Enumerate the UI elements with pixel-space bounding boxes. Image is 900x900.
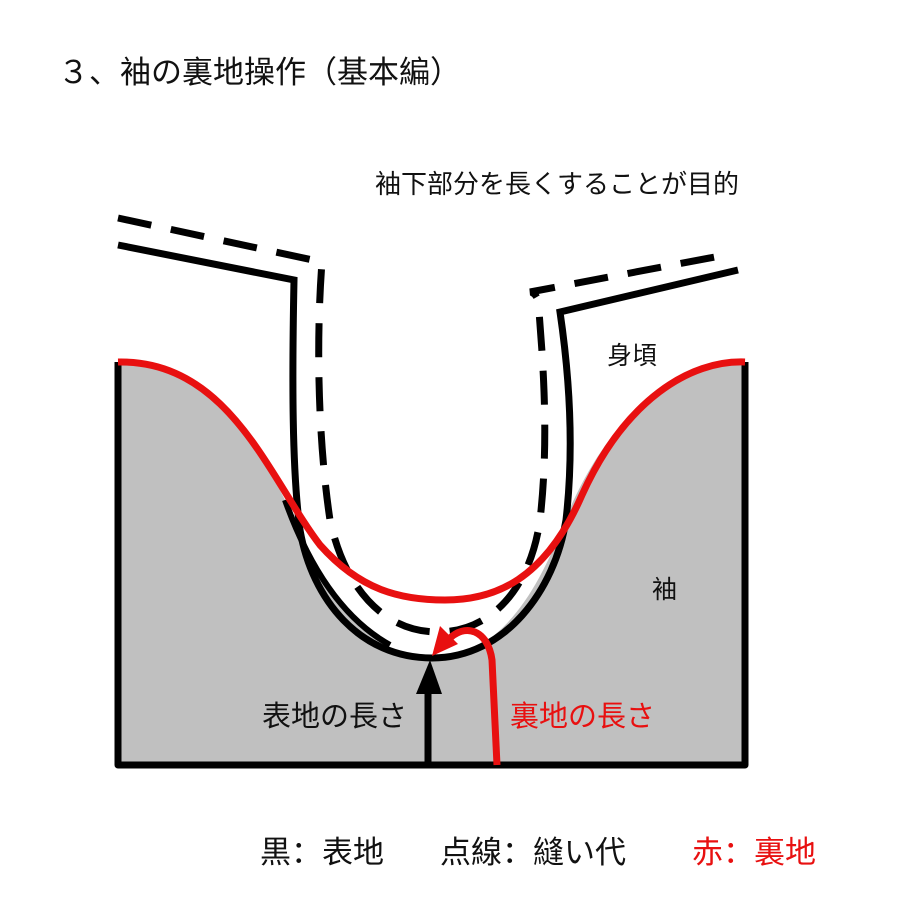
legend-black: 黒：表地 xyxy=(260,835,384,871)
sleeve-area xyxy=(118,361,745,765)
seam-allowance-line xyxy=(117,214,721,636)
outer-arrowhead xyxy=(416,660,442,694)
legend-dotted: 点線：縫い代 xyxy=(440,835,626,871)
page-title: ３、袖の裏地操作（基本編） xyxy=(58,55,461,91)
lining-arrowhead xyxy=(432,626,458,656)
lining-line xyxy=(117,358,746,604)
legend-red: 赤：裏地 xyxy=(692,835,816,871)
outer-fabric-line xyxy=(117,241,739,662)
subtitle: 袖下部分を長くすることが目的 xyxy=(375,170,740,200)
lining-length-arrow xyxy=(445,627,501,766)
label-lining-length: 裏地の長さ xyxy=(510,699,656,733)
label-outer-length: 表地の長さ xyxy=(262,699,408,733)
label-body: 身頃 xyxy=(607,341,658,370)
label-sleeve: 袖 xyxy=(652,575,678,604)
sleeve-edge-line xyxy=(282,498,392,648)
